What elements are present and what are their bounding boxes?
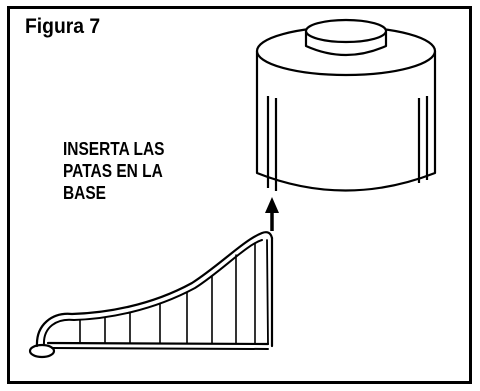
instruction-line-3: BASE [63,183,107,203]
instruction-text: INSERTA LAS PATAS EN LA BASE [63,138,164,204]
insert-arrow-icon [265,197,279,231]
leg-rungs [79,242,256,344]
leg-slot-right [417,96,429,183]
base-cylinder-body [255,49,437,192]
leg-foot [28,343,56,359]
instruction-line-2: PATAS EN LA [63,161,163,181]
leg-piece [28,231,274,359]
base-cylinder [255,18,437,192]
base-cylinder-knob-top [304,18,388,44]
leg-slot-left [266,96,278,191]
figure-title: Figura 7 [25,15,101,38]
instruction-line-1: INSERTA LAS [63,139,165,159]
